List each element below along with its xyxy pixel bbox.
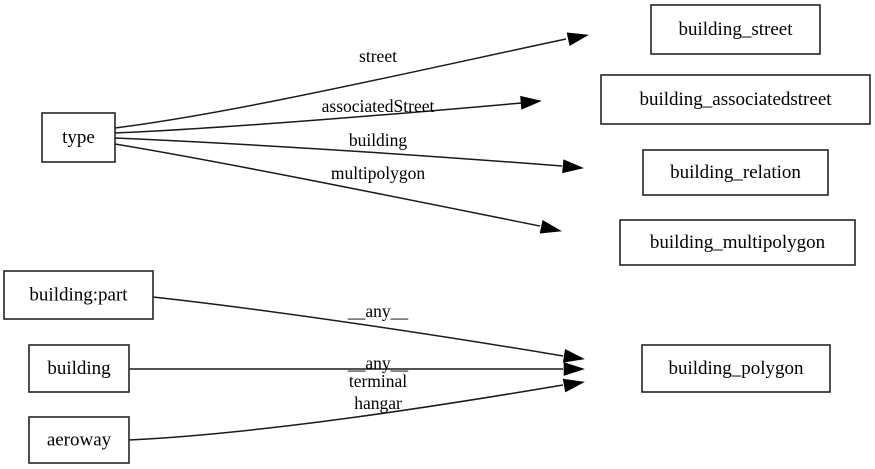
- edge-building-any: [129, 362, 585, 376]
- node-building_relation[interactable]: building_relation: [642, 149, 829, 196]
- edge-type-building: [114, 137, 584, 174]
- edge-label-text: street: [359, 46, 397, 66]
- edge-label-text: building: [349, 130, 408, 150]
- edge-part-any: [152, 296, 585, 363]
- node-box[interactable]: [641, 344, 831, 393]
- edge-line: [114, 143, 541, 227]
- edge-line: [128, 384, 564, 441]
- node-type[interactable]: type: [41, 112, 116, 163]
- node-box[interactable]: [28, 344, 130, 393]
- node-box[interactable]: [650, 4, 821, 55]
- node-aeroway[interactable]: aeroway: [28, 416, 130, 464]
- nodes-layer: type building_street building_associatedst…: [3, 4, 871, 464]
- edge-type-street: [114, 32, 589, 129]
- node-building_associatedstreet[interactable]: building_associatedstreet: [600, 74, 871, 125]
- edge-label-text: __any__: [347, 301, 409, 321]
- edge-label-text: hangar: [354, 393, 402, 413]
- node-label: building_polygon: [668, 358, 804, 379]
- node-building_polygon[interactable]: building_polygon: [641, 344, 831, 393]
- node-label: type: [62, 127, 95, 148]
- edge-labels-layer: street associatedStreet building multipolyg…: [322, 46, 435, 413]
- edge-line: [114, 102, 522, 134]
- edges-layer: [114, 32, 589, 441]
- arrowhead-icon: [563, 362, 585, 376]
- node-box[interactable]: [41, 112, 116, 163]
- edge-label-text: terminal: [349, 371, 407, 391]
- edge-label-building-any: __any__: [347, 353, 409, 373]
- edge-label-part-any: __any__: [347, 301, 409, 321]
- edge-label-text: multipolygon: [331, 163, 426, 183]
- arrowhead-icon: [520, 95, 542, 110]
- node-label: building_street: [679, 19, 794, 40]
- edge-label-text: __any__: [347, 353, 409, 373]
- edge-line: [114, 137, 563, 167]
- edge-label-type-associatedStreet: associatedStreet: [322, 96, 435, 116]
- node-label: building_multipolygon: [650, 232, 826, 253]
- node-box[interactable]: [3, 270, 154, 320]
- arrowhead-icon: [562, 378, 585, 393]
- edge-line: [152, 296, 564, 357]
- edge-label-type-building: building: [349, 130, 408, 150]
- node-label: aeroway: [47, 429, 112, 450]
- edge-aeroway-terminal-hangar: [128, 378, 585, 441]
- node-building_street[interactable]: building_street: [650, 4, 821, 55]
- node-box[interactable]: [600, 74, 871, 125]
- edge-line: [114, 38, 567, 129]
- arrowhead-icon: [566, 32, 589, 46]
- node-label: building: [47, 358, 111, 379]
- node-label: building_relation: [670, 162, 801, 183]
- edge-label-text: associatedStreet: [322, 96, 435, 116]
- node-box[interactable]: [28, 416, 130, 464]
- node-box[interactable]: [619, 219, 856, 266]
- arrowhead-icon: [562, 348, 585, 363]
- node-building[interactable]: building: [28, 344, 130, 393]
- node-building_part[interactable]: building:part: [3, 270, 154, 320]
- edge-type-associatedStreet: [114, 95, 542, 134]
- node-label: building_associatedstreet: [639, 89, 832, 110]
- node-building_multipolygon[interactable]: building_multipolygon: [619, 219, 856, 266]
- edge-type-multipolygon: [114, 143, 562, 234]
- node-label: building:part: [29, 284, 128, 305]
- node-box[interactable]: [642, 149, 829, 196]
- arrowhead-icon: [539, 220, 562, 234]
- edge-label-type-street: street: [359, 46, 397, 66]
- edge-label-type-multipolygon: multipolygon: [331, 163, 426, 183]
- arrowhead-icon: [562, 159, 584, 174]
